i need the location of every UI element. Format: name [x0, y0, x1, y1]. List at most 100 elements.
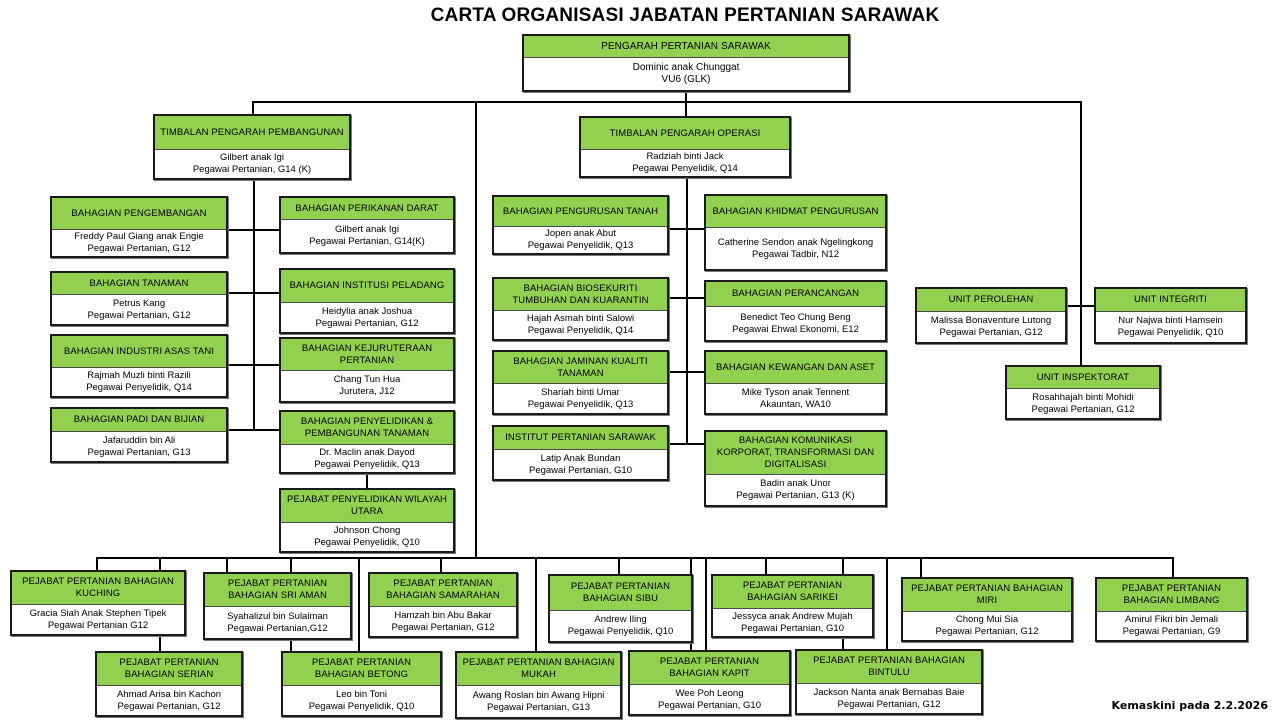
connector — [228, 292, 280, 294]
division-title: BAHAGIAN PENYELIDIKAN & PEMBANGUNAN TANA… — [281, 412, 453, 445]
office-box[interactable]: PEJABAT PERTANIAN BAHAGIAN SRI AMAN Syah… — [203, 572, 352, 640]
division-box[interactable]: BAHAGIAN PENGEMBANGAN Freddy Paul Giang … — [50, 196, 228, 258]
division-box[interactable]: BAHAGIAN KEWANGAN DAN ASET Mike Tyson an… — [704, 350, 887, 415]
office-box[interactable]: PEJABAT PERTANIAN BAHAGIAN SIBU Andrew I… — [548, 574, 693, 643]
director-box[interactable]: PENGARAH PERTANIAN SARAWAK Dominic anak … — [522, 34, 850, 92]
person-grade: Pegawai Tadbir, N12 — [752, 248, 839, 260]
office-title: PEJABAT PERTANIAN BAHAGIAN SAMARAHAN — [370, 574, 516, 607]
person-grade: Pegawai Penyelidik, Q13 — [527, 240, 634, 251]
office-box[interactable]: PEJABAT PERTANIAN BAHAGIAN SAMARAHAN Ham… — [368, 572, 518, 638]
connector — [920, 557, 922, 579]
division-box[interactable]: BAHAGIAN PENYELIDIKAN & PEMBANGUNAN TANA… — [279, 410, 455, 474]
connector — [96, 557, 98, 571]
person-name: Petrus Kang — [112, 297, 166, 309]
unit-title: UNIT PEROLEHAN — [917, 289, 1065, 312]
office-box[interactable]: PEJABAT PERTANIAN BAHAGIAN MUKAH Awang R… — [455, 651, 622, 719]
person-grade: Pegawai Pertanian G12 — [47, 619, 149, 631]
person-grade: Pegawai Pertanian, G10 — [741, 622, 844, 634]
division-box[interactable]: BAHAGIAN INDUSTRI ASAS TANI Rajmah Muzli… — [50, 334, 228, 398]
person-grade: Akauntan, WA10 — [760, 398, 831, 410]
division-box[interactable]: BAHAGIAN KHIDMAT PENGURUSAN Catherine Se… — [704, 194, 887, 271]
person-grade: Pegawai Pertanian,G12 — [227, 622, 328, 634]
deputy-development-box[interactable]: TIMBALAN PENGARAH PEMBANGUNAN Gilbert an… — [153, 114, 351, 180]
person-name: Radziah binti Jack — [646, 151, 724, 162]
division-box[interactable]: BAHAGIAN KEJURUTERAAN PERTANIAN Chang Tu… — [279, 337, 455, 403]
person-name: Chong Mui Sia — [955, 614, 1019, 625]
office-box[interactable]: PEJABAT PERTANIAN BAHAGIAN SERIAN Ahmad … — [95, 651, 243, 717]
person-grade: Pegawai Penyelidik, Q10 — [567, 626, 674, 637]
office-title: PEJABAT PERTANIAN BAHAGIAN SARIKEI — [713, 576, 872, 609]
office-box[interactable]: PEJABAT PERTANIAN BAHAGIAN MIRI Chong Mu… — [901, 577, 1073, 642]
office-box[interactable]: PEJABAT PERTANIAN BAHAGIAN BETONG Leo bi… — [281, 651, 442, 717]
division-box[interactable]: INSTITUT PERTANIAN SARAWAK Latip Anak Bu… — [492, 425, 669, 481]
deputy-operations-title: TIMBALAN PENGARAH OPERASI — [581, 118, 789, 150]
person-grade: Pegawai Pertanian, G13 — [487, 701, 590, 713]
person-grade: Pegawai Pertanian, G12 — [935, 626, 1039, 637]
division-box[interactable]: BAHAGIAN INSTITUSI PELADANG Heidylia ana… — [279, 268, 455, 334]
person-name: Freddy Paul Giang anak Engie — [74, 231, 204, 242]
person-grade: Pegawai Pertanian, G12 — [87, 309, 191, 321]
connector — [252, 101, 254, 115]
person-grade: Pegawai Pertanian, G14(K) — [309, 236, 425, 247]
person-grade: Pegawai Penyelidik, Q13 — [314, 458, 420, 470]
division-title: BAHAGIAN PADI DAN BIJIAN — [52, 409, 226, 432]
person-name: Jopen anak Abut — [545, 228, 616, 239]
connector — [366, 472, 368, 490]
division-box[interactable]: BAHAGIAN KOMUNIKASI KORPORAT, TRANSFORMA… — [704, 430, 887, 507]
person-name: Rajmah Muzli binti Razili — [87, 370, 191, 381]
office-box[interactable]: PEJABAT PERTANIAN BAHAGIAN KAPIT Wee Poh… — [628, 650, 791, 716]
office-box[interactable]: PEJABAT PERTANIAN BAHAGIAN SARIKEI Jessy… — [711, 574, 874, 638]
person-grade: Pegawai Penyelidik, Q10 — [1117, 327, 1224, 338]
deputy-operations-box[interactable]: TIMBALAN PENGARAH OPERASI Radziah binti … — [579, 116, 791, 178]
office-box[interactable]: PEJABAT PERTANIAN BAHAGIAN BINTULU Jacks… — [795, 649, 983, 715]
person-name: Nur Najwa binti Hamsein — [1118, 315, 1223, 326]
office-box[interactable]: PEJABAT PERTANIAN BAHAGIAN LIMBANG Amiru… — [1095, 577, 1248, 642]
person-name: Gilbert anak Igi — [220, 152, 284, 163]
person-name: Jafaruddin bin Ali — [102, 434, 176, 446]
person-grade: Jurutera, J12 — [339, 386, 395, 397]
unit-title: UNIT INTEGRITI — [1096, 289, 1245, 312]
connector — [886, 557, 888, 653]
division-box[interactable]: BAHAGIAN JAMINAN KUALITI TANAMAN Shariah… — [492, 350, 669, 415]
division-title: BAHAGIAN KHIDMAT PENGURUSAN — [706, 196, 885, 228]
division-title: BAHAGIAN PERIKANAN DARAT — [281, 198, 453, 220]
division-box[interactable]: BAHAGIAN PERANCANGAN Benedict Teo Chung … — [704, 280, 887, 342]
division-box[interactable]: BAHAGIAN PERIKANAN DARAT Gilbert anak Ig… — [279, 196, 455, 254]
unit-box[interactable]: UNIT PEROLEHAN Malissa Bonaventure Luton… — [915, 287, 1067, 344]
division-box[interactable]: BAHAGIAN PENGURUSAN TANAH Jopen anak Abu… — [492, 195, 669, 255]
division-box[interactable]: BAHAGIAN PADI DAN BIJIAN Jafaruddin bin … — [50, 407, 228, 463]
person-name: Badin anak Unor — [760, 478, 831, 489]
person-grade: Pegawai Pertanian, G12 — [315, 317, 419, 329]
division-title: BAHAGIAN PENGURUSAN TANAH — [494, 197, 667, 227]
person-grade: Pegawai Pertanian, G13 (K) — [736, 490, 855, 501]
connector — [252, 101, 1082, 103]
unit-title: UNIT INSPEKTORAT — [1007, 367, 1159, 389]
office-title: PEJABAT PERTANIAN BAHAGIAN MUKAH — [457, 653, 620, 686]
person-name: Catherine Sendon anak Ngelingkong — [717, 236, 874, 248]
division-title: BAHAGIAN KEJURUTERAAN PERTANIAN — [281, 339, 453, 371]
updated-date: Kemaskini pada 2.2.2026 — [1111, 699, 1268, 712]
person-grade: Pegawai Pertanian, G10 — [529, 464, 632, 476]
connector — [668, 443, 706, 445]
division-title: BAHAGIAN TANAMAN — [52, 273, 226, 295]
page-title: CARTA ORGANISASI JABATAN PERTANIAN SARAW… — [430, 5, 940, 26]
office-title: PEJABAT PERTANIAN BAHAGIAN SRI AMAN — [205, 574, 350, 607]
connector — [686, 178, 688, 443]
director-title: PENGARAH PERTANIAN SARAWAK — [524, 36, 848, 58]
person-grade: Pegawai Pertanian, G10 — [658, 699, 761, 711]
division-box[interactable]: PEJABAT PENYELIDIKAN WILAYAH UTARA Johns… — [279, 488, 455, 553]
office-title: PEJABAT PERTANIAN BAHAGIAN BETONG — [283, 653, 440, 686]
person-name: Syahalizul bin Sulaiman — [227, 610, 328, 622]
person-grade: Pegawai Pertanian, G12 — [117, 700, 221, 712]
unit-box[interactable]: UNIT INSPEKTORAT Rosahhajah binti Mohidi… — [1005, 365, 1161, 420]
connector — [96, 557, 1172, 559]
division-box[interactable]: BAHAGIAN BIOSEKURITI TUMBUHAN DAN KUARAN… — [492, 277, 669, 341]
person-grade: Pegawai Pertanian, G12 — [939, 327, 1043, 338]
office-box[interactable]: PEJABAT PERTANIAN BAHAGIAN KUCHING Graci… — [10, 570, 186, 636]
connector — [685, 101, 687, 117]
person-grade: Pegawai Penyelidik, Q14 — [527, 325, 634, 336]
person-name: Jessyca anak Andrew Mujah — [732, 610, 853, 622]
person-grade: Pegawai Pertanian, G12 — [87, 243, 191, 254]
